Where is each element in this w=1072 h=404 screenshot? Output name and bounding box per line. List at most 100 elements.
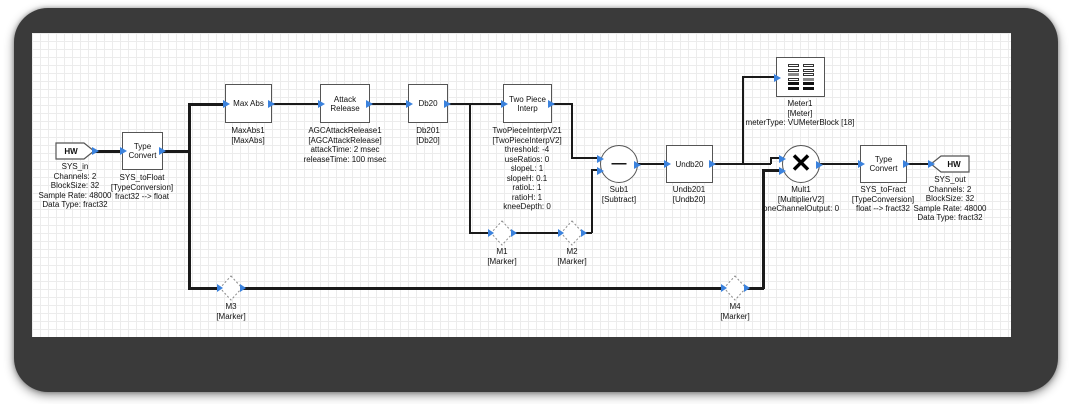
input-pin[interactable] xyxy=(406,99,413,108)
input-pin[interactable] xyxy=(318,99,325,108)
output-pin[interactable] xyxy=(444,99,451,108)
node-caption-line: [TwoPieceInterpV2] xyxy=(492,135,562,145)
input-pin[interactable] xyxy=(779,166,786,175)
output-pin[interactable] xyxy=(366,99,373,108)
node-sub1[interactable]: — xyxy=(597,145,641,183)
node-sys-tofract[interactable]: Type Convert xyxy=(858,145,910,183)
node-twopieceinterp[interactable]: Two Piece Interp xyxy=(501,84,555,123)
node-sys-tofloat[interactable]: Type Convert xyxy=(120,132,166,170)
wire[interactable] xyxy=(762,170,765,289)
marker-m3[interactable] xyxy=(217,275,246,301)
wire[interactable] xyxy=(770,157,772,164)
node-db20[interactable]: Db20 xyxy=(406,84,451,123)
marker-m1[interactable] xyxy=(488,220,517,246)
node-undb20[interactable]: Undb20 xyxy=(664,145,716,183)
input-pin[interactable] xyxy=(217,284,223,292)
wire[interactable] xyxy=(370,103,408,105)
marker-diamond-shape xyxy=(219,275,243,301)
node-caption: SYS_toFloat [TypeConversion] fract32 -->… xyxy=(87,173,197,202)
output-pin[interactable] xyxy=(92,146,99,155)
wire[interactable] xyxy=(762,169,779,172)
node-caption-line: oneChannelOutput: 0 xyxy=(762,204,840,213)
node-caption-line: float --> fract32 xyxy=(855,204,911,213)
input-pin[interactable] xyxy=(223,99,230,108)
wire[interactable] xyxy=(163,150,190,153)
wire[interactable] xyxy=(188,103,225,106)
input-pin[interactable] xyxy=(558,229,564,237)
node-caption-line: Data Type: fract32 xyxy=(42,200,108,209)
node-caption-line: Sample Rate: 48000 xyxy=(913,203,987,213)
wire[interactable] xyxy=(907,163,931,165)
output-pin[interactable] xyxy=(548,99,555,108)
output-pin[interactable] xyxy=(581,229,587,237)
node-caption-line: Db201 xyxy=(416,126,440,135)
node-caption-line: [TypeConversion] xyxy=(110,182,174,192)
node-caption-line: [Db20] xyxy=(416,135,440,145)
input-pin[interactable] xyxy=(120,147,127,155)
output-pin[interactable] xyxy=(159,147,166,155)
vu-meter-icon xyxy=(787,64,814,90)
wire[interactable] xyxy=(584,232,592,234)
node-caption-line: Sample Rate: 48000 xyxy=(38,190,112,200)
output-pin[interactable] xyxy=(816,160,823,169)
wire[interactable] xyxy=(571,103,573,158)
node-sys-out[interactable]: HW xyxy=(928,155,970,173)
input-pin[interactable] xyxy=(721,284,727,292)
node-mult1[interactable]: ✕ xyxy=(779,145,823,183)
input-pin[interactable] xyxy=(501,99,508,108)
wire[interactable] xyxy=(571,157,599,159)
wire[interactable] xyxy=(638,163,666,165)
input-pin[interactable] xyxy=(488,229,494,237)
wire[interactable] xyxy=(272,103,320,105)
input-pin[interactable] xyxy=(774,73,781,82)
wire[interactable] xyxy=(591,169,593,233)
wire[interactable] xyxy=(514,232,560,234)
output-pin[interactable] xyxy=(634,160,641,169)
wire[interactable] xyxy=(243,287,723,290)
output-pin[interactable] xyxy=(744,284,750,292)
wire[interactable] xyxy=(188,103,191,289)
wire[interactable] xyxy=(95,150,123,153)
input-pin[interactable] xyxy=(664,160,671,168)
input-pin[interactable] xyxy=(779,154,786,163)
output-pin[interactable] xyxy=(511,229,517,237)
output-pin[interactable] xyxy=(240,284,246,292)
node-label: HW xyxy=(64,147,78,156)
wire[interactable] xyxy=(820,163,860,165)
wire[interactable] xyxy=(448,103,503,105)
wire[interactable] xyxy=(469,103,471,233)
node-caption-line: useRatios: 0 xyxy=(504,154,550,164)
output-pin[interactable] xyxy=(709,160,716,168)
output-pin[interactable] xyxy=(903,160,910,168)
output-pin[interactable] xyxy=(268,99,275,108)
wire[interactable] xyxy=(591,169,599,171)
node-caption-line: Data Type: fract32 xyxy=(917,213,983,222)
wire[interactable] xyxy=(747,287,764,290)
node-maxabs[interactable]: Max Abs xyxy=(223,84,275,123)
wire[interactable] xyxy=(742,76,776,78)
diagram-canvas[interactable]: HW SYS_in Channels: 2 BlockSize: 32 Samp… xyxy=(32,33,1011,337)
wire[interactable] xyxy=(742,163,771,165)
wire[interactable] xyxy=(469,232,490,234)
multiply-icon: ✕ xyxy=(790,148,812,178)
node-caption-line: M2 xyxy=(566,247,578,256)
wire[interactable] xyxy=(742,77,744,164)
marker-m4[interactable] xyxy=(721,275,750,301)
node-attackrelease[interactable]: Attack Release xyxy=(318,84,373,123)
wire[interactable] xyxy=(713,163,743,165)
wire[interactable] xyxy=(188,287,219,290)
marker-diamond-shape xyxy=(723,275,747,301)
input-pin[interactable] xyxy=(597,166,604,175)
wire[interactable] xyxy=(552,103,572,105)
input-pin[interactable] xyxy=(858,160,865,168)
node-caption-line: Sub1 xyxy=(609,185,629,194)
node-caption: Undb201 [Undb20] xyxy=(639,185,739,204)
node-sys-in[interactable]: HW xyxy=(55,142,99,160)
node-meter1[interactable] xyxy=(774,57,825,97)
input-pin[interactable] xyxy=(597,154,604,163)
input-pin[interactable] xyxy=(928,159,935,168)
wire[interactable] xyxy=(770,157,780,159)
marker-m2[interactable] xyxy=(558,220,587,246)
node-caption: M4 [Marker] xyxy=(700,302,770,321)
